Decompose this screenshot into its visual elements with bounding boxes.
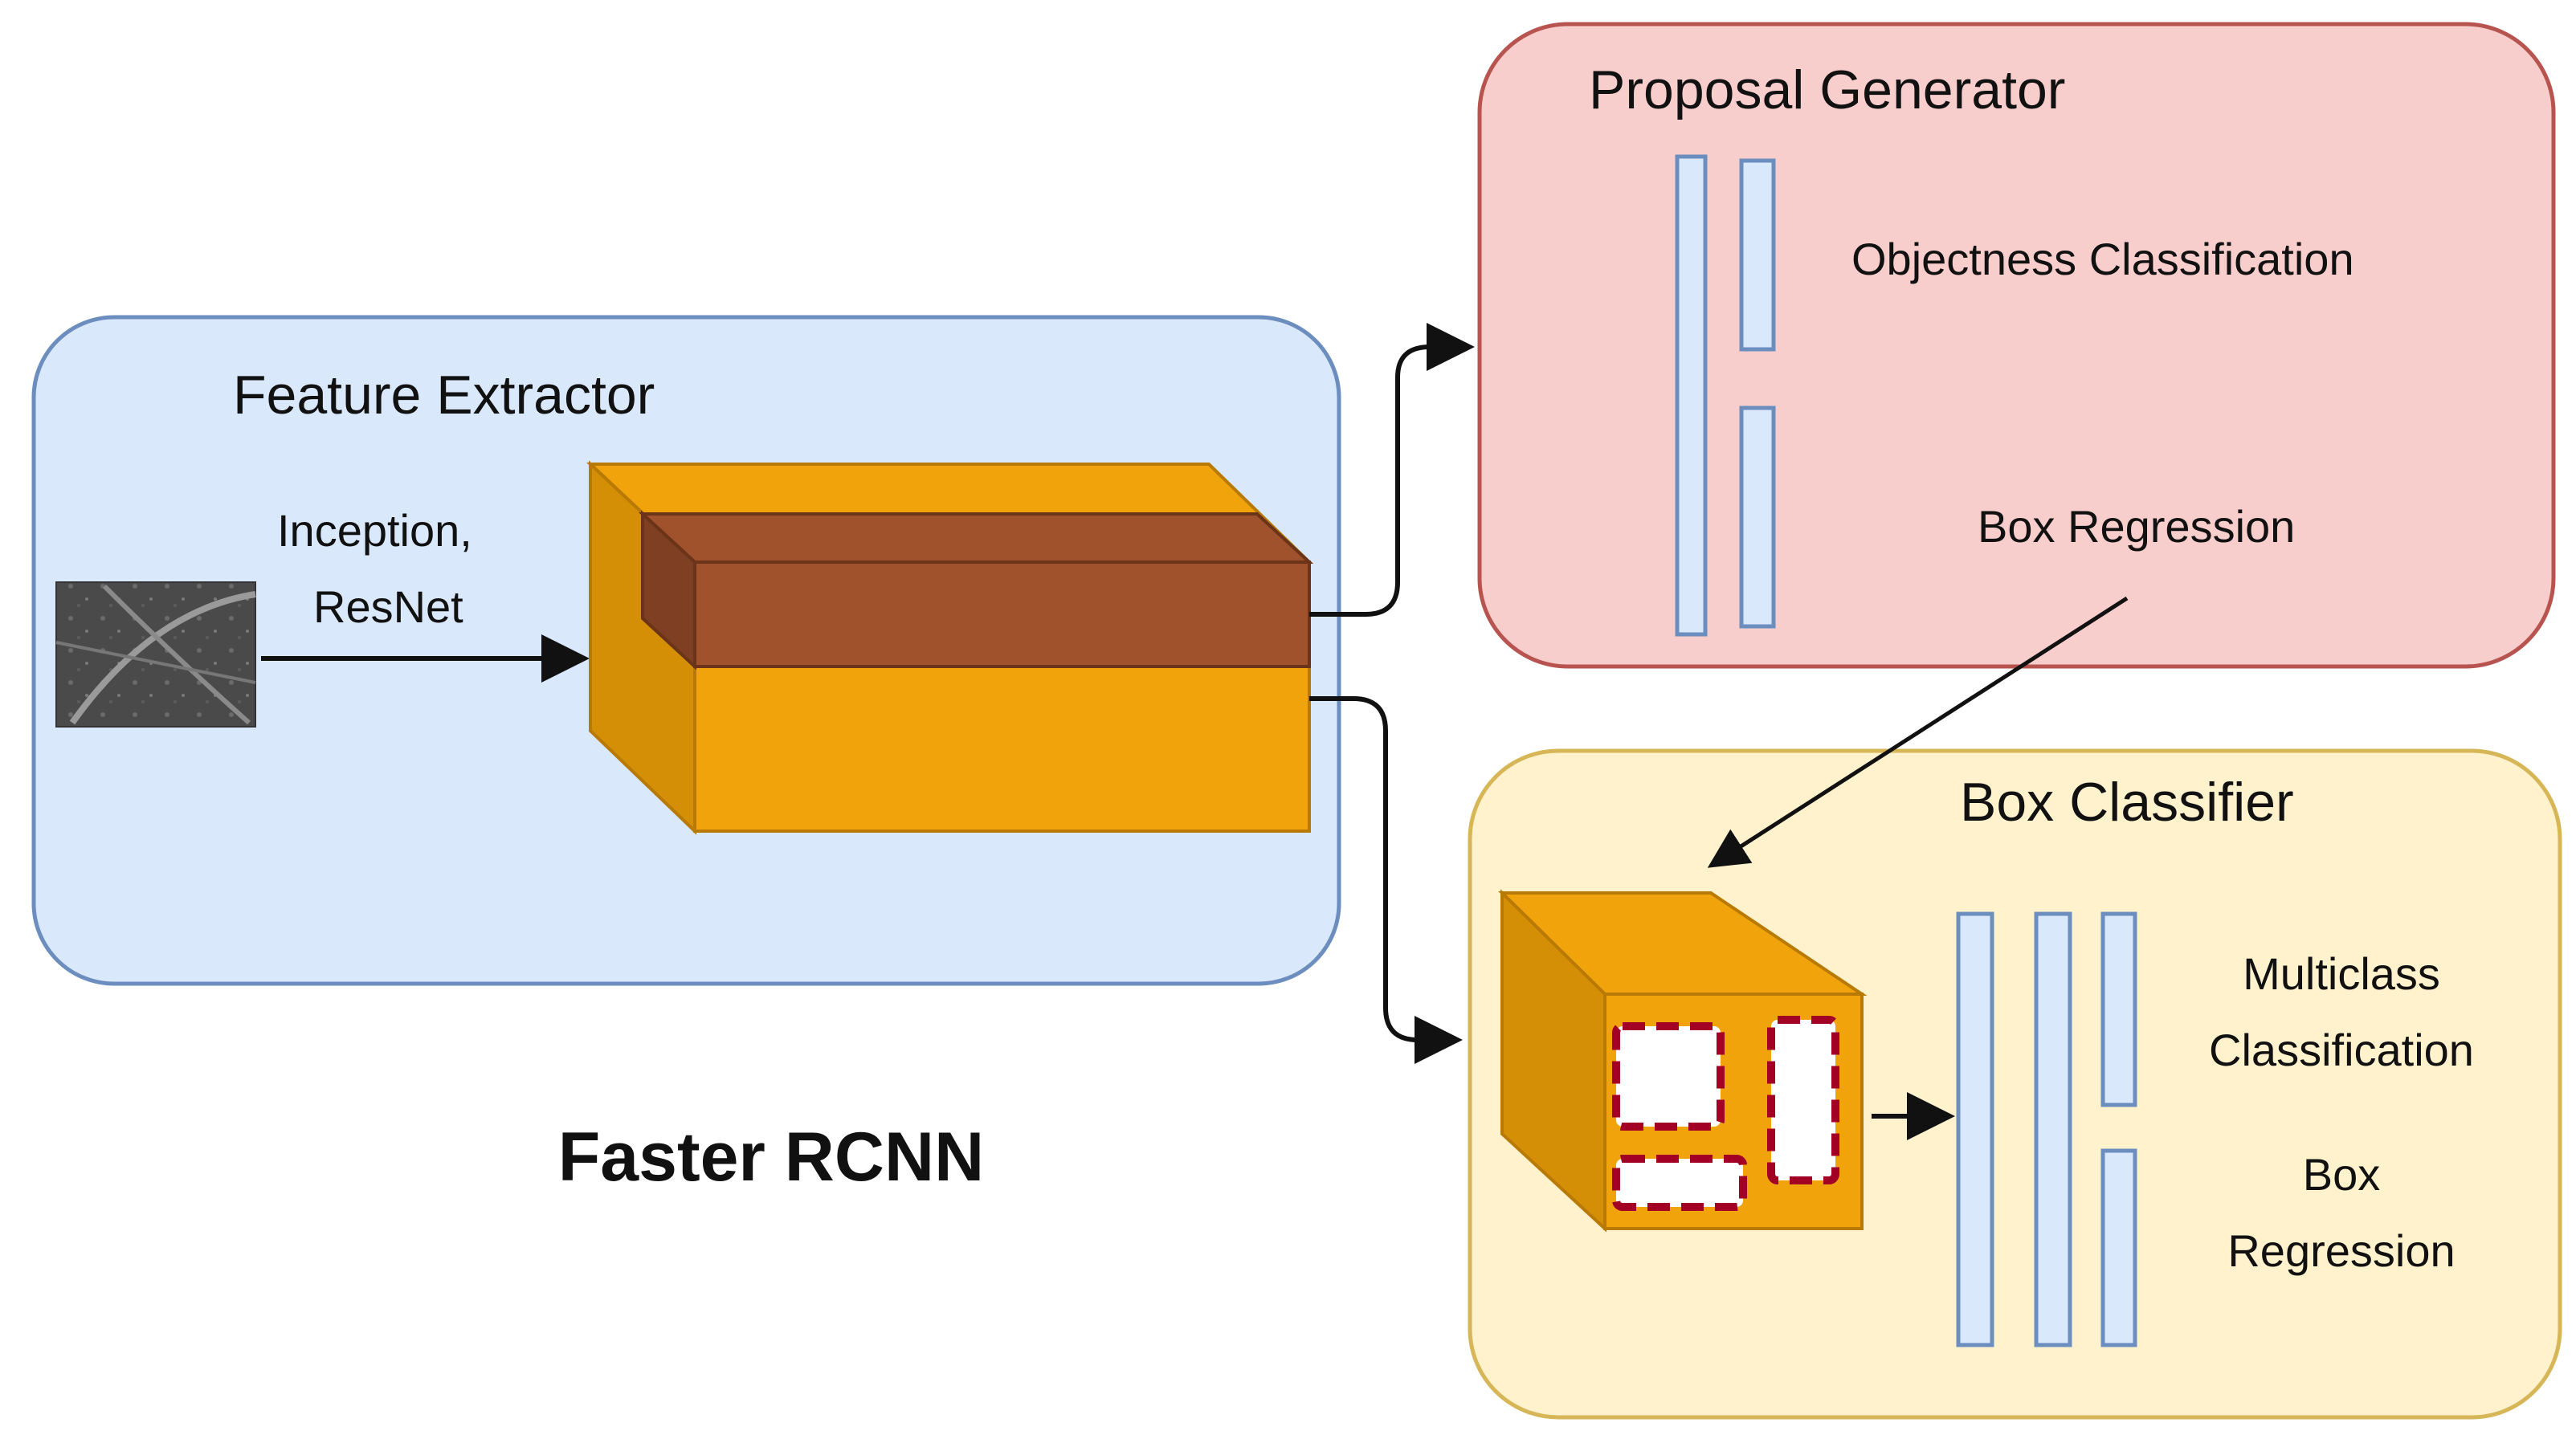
rpn-shared-layer — [1675, 154, 1708, 637]
roi-region — [1767, 1016, 1839, 1184]
proposal-generator-box — [1477, 22, 2556, 669]
backbone-label-line1: Inception, — [277, 505, 472, 556]
roi-region — [1612, 1155, 1747, 1211]
backbone-to-proposal-arrow — [1309, 323, 1475, 617]
input-image — [55, 581, 256, 728]
box-classifier-panel: Box Classifier Multiclass Classification… — [1468, 748, 2562, 1420]
box-regression-head-layer — [2100, 1148, 2137, 1347]
multiclass-head-layer — [2100, 911, 2137, 1107]
box-regression-label-line2: Regression — [2227, 1225, 2455, 1276]
rpn-box-regression-layer — [1739, 406, 1776, 629]
proposal-generator-title: Proposal Generator — [1589, 59, 2065, 120]
proposal-generator-panel: Proposal Generator Objectness Classifica… — [1477, 22, 2556, 669]
fc-layer-2 — [2034, 911, 2072, 1347]
roi-region — [1612, 1022, 1725, 1131]
rpn-objectness-layer — [1739, 158, 1776, 352]
feature-extractor-panel: Feature Extractor Inception, ResNet — [31, 315, 1341, 986]
backbone-to-classifier-arrow — [1309, 696, 1463, 1064]
multiclass-label-line1: Multiclass — [2243, 948, 2440, 999]
backbone-feature-block — [586, 460, 1314, 835]
proposal-box-regression-label: Box Regression — [1978, 501, 2295, 552]
multiclass-label-line2: Classification — [2209, 1025, 2474, 1075]
box-regression-label-line1: Box — [2303, 1149, 2381, 1200]
box-classifier-title: Box Classifier — [1960, 772, 2294, 833]
diagram-title: Faster RCNN — [558, 1119, 984, 1196]
backbone-label-line2: ResNet — [313, 581, 463, 632]
proposals-to-classifier-arrow — [1707, 596, 2129, 868]
fc-layer-1 — [1956, 911, 1994, 1347]
feature-extractor-title: Feature Extractor — [233, 365, 655, 426]
objectness-classification-label: Objectness Classification — [1851, 234, 2354, 284]
roi-feature-cube — [1498, 889, 1868, 1233]
